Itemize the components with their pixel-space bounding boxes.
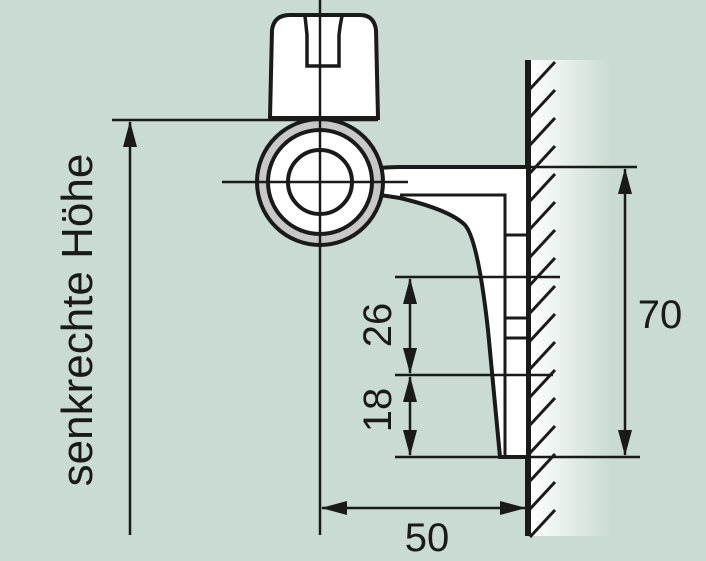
vertical-height-label: senkrechte Höhe (53, 154, 102, 487)
wall-hatch-line (528, 452, 557, 483)
shelf-bracket (378, 165, 530, 459)
wall-hatch-line (528, 340, 557, 371)
wall-hatch-line (528, 424, 557, 455)
wall-hatch-line (528, 172, 557, 203)
wall (525, 60, 612, 539)
wall-hatch-line (528, 228, 557, 259)
wall-hatch-line (528, 144, 557, 175)
center-lines (112, 0, 408, 535)
wall-hatch-line (528, 396, 557, 427)
wall-hatch-line (528, 200, 557, 231)
dim-18-label: 18 (356, 388, 400, 433)
wall-hatch-line (528, 88, 557, 119)
dim-70-label: 70 (638, 293, 683, 337)
dimension-lines (123, 121, 640, 535)
wall-hatch-line (528, 284, 557, 315)
wall-hatch-line (528, 116, 557, 147)
dim-50-label: 50 (405, 516, 450, 560)
wall-hatch-line (528, 508, 557, 539)
knob (267, 13, 381, 120)
wall-hatch-line (528, 312, 557, 343)
dim-26-label: 26 (356, 303, 400, 348)
wall-hatch-line (528, 256, 557, 287)
wall-hatch-line (528, 480, 557, 511)
wall-hatch-line (528, 60, 557, 91)
